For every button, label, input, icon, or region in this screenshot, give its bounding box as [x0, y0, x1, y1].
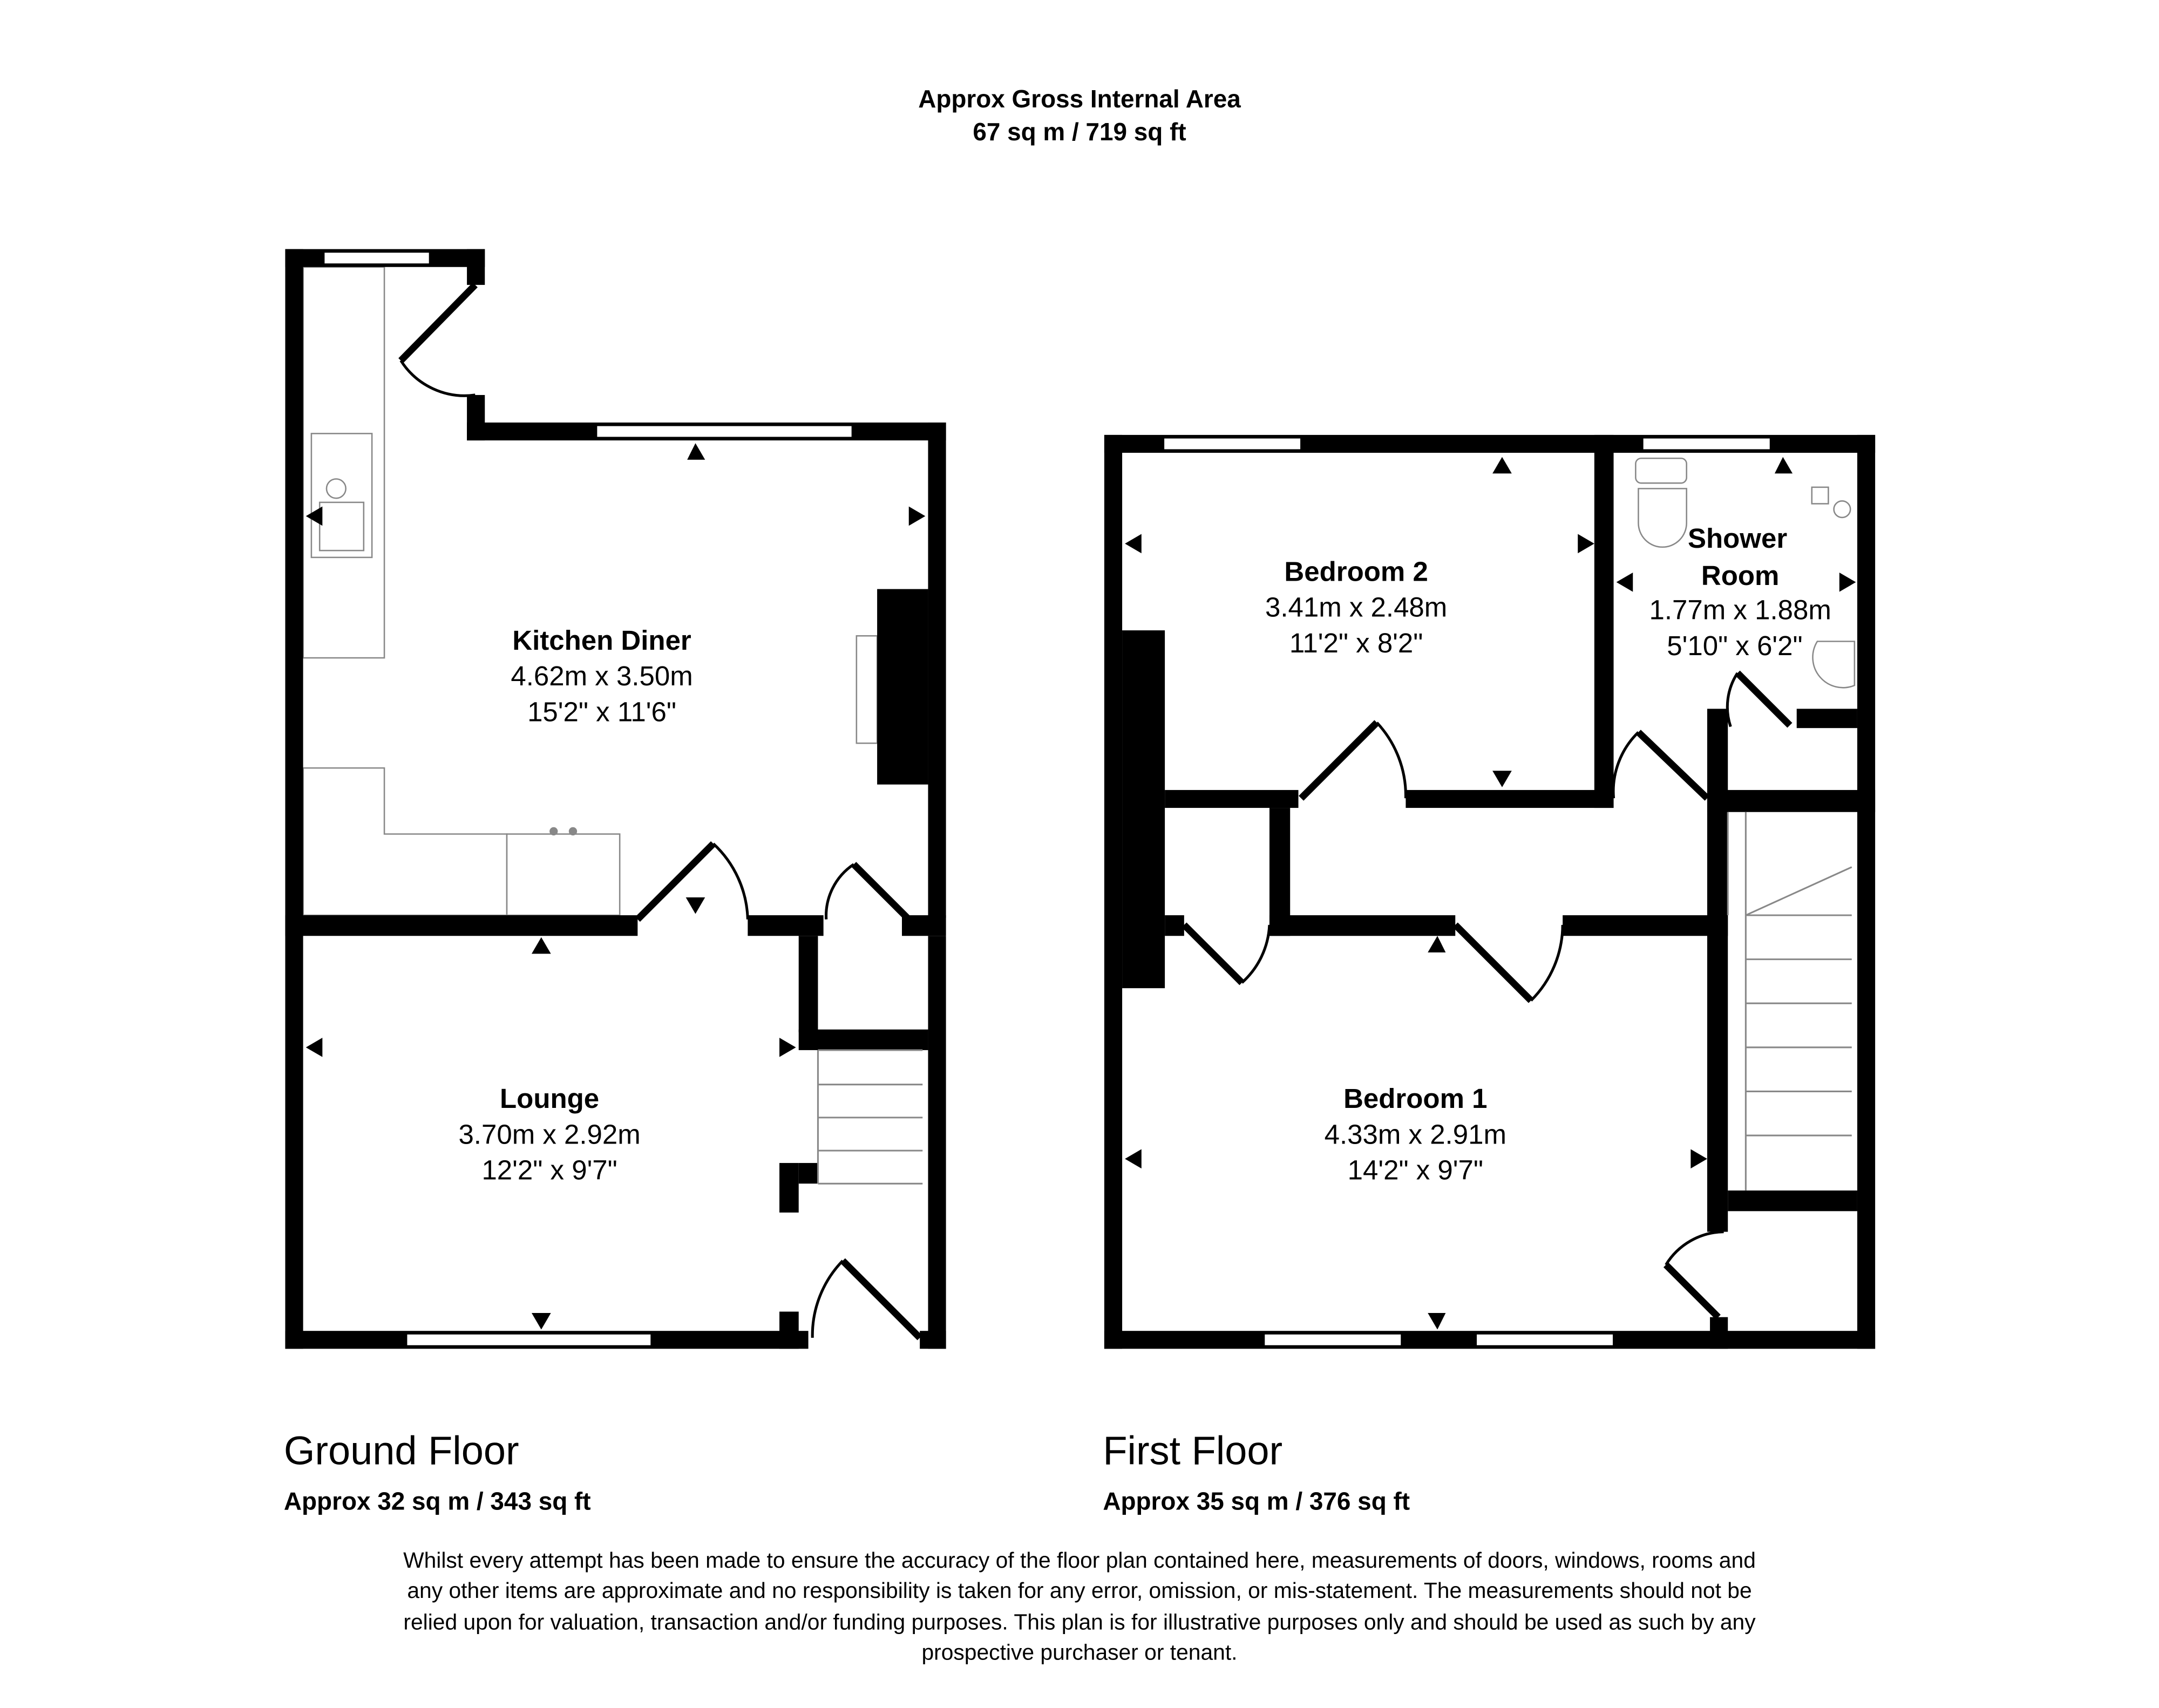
disclaimer-line: Whilst every attempt has been made to en… [403, 1548, 1756, 1573]
ground-floor-title: Ground Floor [284, 1428, 519, 1473]
room-size-metric: 3.70m x 2.92m [458, 1119, 640, 1149]
disclaimer-line: relied upon for valuation, transaction a… [403, 1610, 1756, 1635]
first-floor-title: First Floor [1103, 1428, 1282, 1473]
ground-floor-plan: Kitchen Diner 4.62m x 3.50m 15'2" x 11'6… [285, 249, 946, 1349]
room-name: Shower [1688, 523, 1787, 554]
chimney-breast [877, 589, 928, 785]
cooker [506, 833, 621, 916]
first-floor-plan: Bedroom 2 3.41m x 2.48m 11'2" x 8'2" Sho… [1104, 434, 1876, 1349]
disclaimer-line: prospective purchaser or tenant. [921, 1640, 1237, 1665]
room-size-metric: 1.77m x 1.88m [1649, 595, 1831, 625]
room-size-metric: 4.33m x 2.91m [1325, 1119, 1506, 1149]
chimney-breast [1122, 630, 1165, 989]
shower-drain-icon [1811, 486, 1829, 505]
room-size-metric: 4.62m x 3.50m [511, 661, 692, 691]
room-name: Bedroom 2 [1284, 556, 1428, 587]
window [323, 251, 431, 266]
room-size-imperial: 14'2" x 9'7" [1348, 1155, 1483, 1186]
gross-area-value: 67 sq m / 719 sq ft [973, 118, 1186, 146]
gross-area-title: Approx Gross Internal Area [918, 85, 1241, 113]
window [1475, 1332, 1615, 1347]
door-swing [399, 359, 476, 397]
room-size-imperial: 11'2" x 8'2" [1289, 628, 1423, 658]
window [405, 1332, 653, 1347]
room-name: Bedroom 1 [1343, 1083, 1487, 1114]
fireplace [856, 635, 878, 744]
ground-floor-area: Approx 32 sq m / 343 sq ft [284, 1487, 591, 1515]
toilet-icon [1635, 457, 1687, 484]
room-name: Lounge [500, 1083, 599, 1114]
window [1163, 437, 1302, 451]
room-size-metric: 3.41m x 2.48m [1265, 592, 1447, 623]
room-size-imperial: 12'2" x 9'7" [481, 1155, 617, 1186]
window [1263, 1332, 1403, 1347]
room-name: Room [1701, 560, 1779, 591]
window [595, 424, 853, 439]
first-floor-area: Approx 35 sq m / 376 sq ft [1103, 1487, 1410, 1515]
kitchen-worktop-lower [302, 767, 508, 916]
room-name: Kitchen Diner [512, 625, 691, 656]
disclaimer-line: any other items are approximate and no r… [407, 1578, 1751, 1603]
room-size-imperial: 15'2" x 11'6" [527, 696, 676, 727]
window [1641, 437, 1771, 451]
basin-icon [1812, 641, 1856, 689]
room-size-imperial: 5'10" x 6'2" [1667, 630, 1802, 661]
